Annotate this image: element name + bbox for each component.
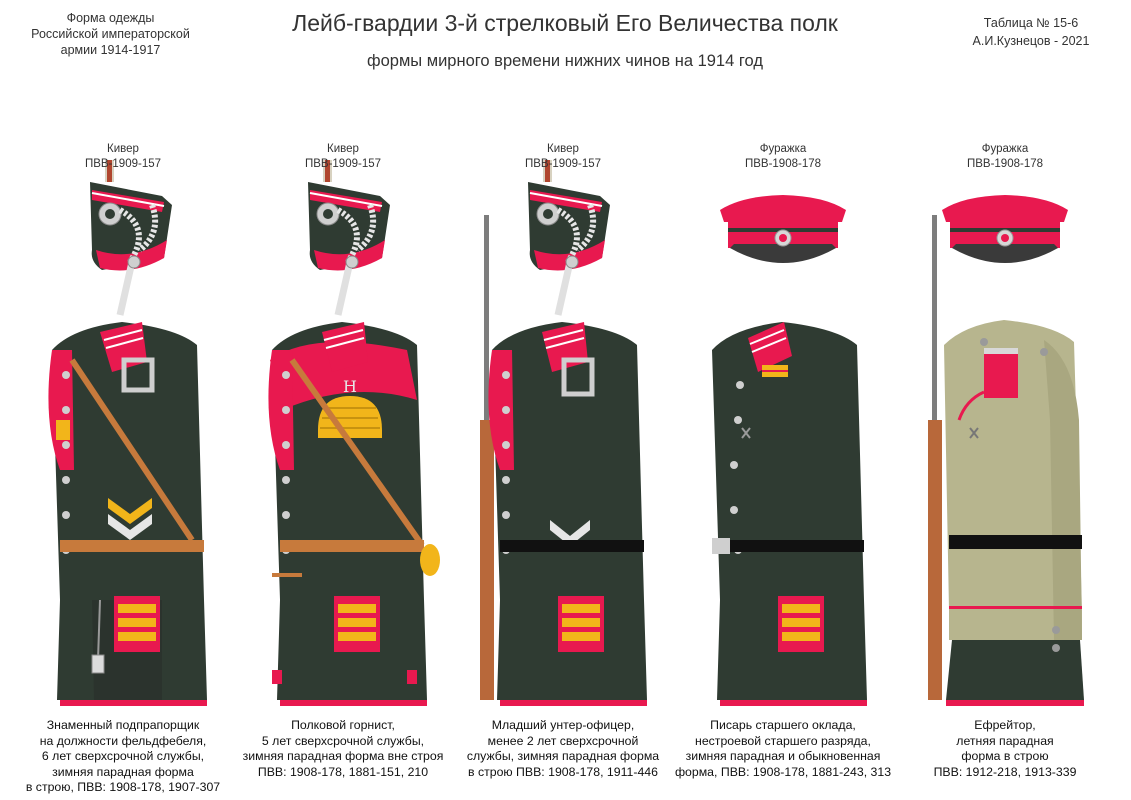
series-line: Форма одежды — [66, 11, 155, 25]
figure-caption: Младший унтер-офицер, менее 2 лет сверхс… — [446, 718, 680, 780]
headwear-ref: ПВВ-1908-178 — [744, 158, 822, 170]
caption-line: в строю ПВВ: 1908-178, 1911-446 — [468, 764, 658, 779]
author-line: А.И.Кузнецов - 2021 — [972, 34, 1090, 48]
uniform-illustration — [712, 194, 867, 706]
page-title: Лейб-гвардии 3-й стрелковый Его Величест… — [292, 10, 838, 36]
caption-line: менее 2 лет сверхсрочной — [487, 733, 639, 748]
uniform-figure-3: Кивер ПВВ-1909-157 Младший унтер-офицер,… — [452, 0, 674, 800]
headwear-type: Кивер — [327, 143, 359, 155]
svg-text:Н: Н — [343, 377, 357, 396]
headwear-ref: ПВВ-1909-157 — [84, 158, 162, 170]
caption-line: летняя парадная — [956, 733, 1054, 748]
headwear-label: Кивер ПВВ-1909-157 — [12, 142, 234, 172]
figure-caption: Знаменный подпрапорщик на должности фель… — [6, 718, 240, 796]
caption-line: Младший унтер-офицер, — [491, 718, 635, 732]
caption-line: на должности фельдфебеля, — [39, 733, 207, 748]
caption-line: службы, зимняя парадная форма — [466, 749, 660, 763]
caption-line: зимняя парадная и обыкновенная — [685, 749, 881, 763]
headwear-type: Фуражка — [759, 143, 807, 155]
headwear-label: Кивер ПВВ-1909-157 — [232, 142, 454, 172]
uniform-illustration: Н — [268, 0, 440, 706]
caption-line: форма в строю — [961, 749, 1049, 763]
headwear-label: Фуражка ПВВ-1908-178 — [672, 142, 894, 172]
headwear-type: Фуражка — [981, 143, 1029, 155]
page-subtitle: формы мирного времени нижних чинов на 19… — [367, 52, 763, 70]
caption-line: ПВВ: 1908-178, 1881-151, 210 — [257, 764, 429, 779]
series-line: Российской императорской — [31, 27, 190, 41]
series-line: армии 1914-1917 — [60, 43, 161, 57]
uniform-figure-4: Фуражка ПВВ-1908-178 Писарь старшего окл… — [672, 0, 894, 800]
table-number-author: Таблица № 15-6 А.И.Кузнецов - 2021 — [951, 14, 1111, 50]
figure-caption: Писарь старшего оклада, нестроевой старш… — [666, 718, 900, 780]
caption-line: зимняя парадная форма — [52, 764, 194, 779]
headwear-type: Кивер — [547, 143, 579, 155]
caption-line: Ефрейтор, — [974, 718, 1036, 732]
headwear-ref: ПВВ-1909-157 — [304, 158, 382, 170]
caption-line: Полковой горнист, — [291, 718, 395, 732]
table-number: Таблица № 15-6 — [983, 16, 1079, 30]
caption-line: нестроевой старшего разряда, — [695, 733, 871, 748]
uniform-illustration — [48, 0, 207, 706]
caption-line: 6 лет сверхсрочной службы, — [41, 749, 205, 763]
uniform-figure-2: Н Кивер ПВВ-1909-157 Полковой горнист, 5… — [232, 0, 454, 800]
headwear-label: Кивер ПВВ-1909-157 — [452, 142, 674, 172]
uniform-illustration — [480, 0, 647, 706]
uniform-figure-1: Кивер ПВВ-1909-157 Знаменный подпрапорщи… — [12, 0, 234, 800]
headwear-label: Фуражка ПВВ-1908-178 — [894, 142, 1116, 172]
figure-caption: Полковой горнист, 5 лет сверхсрочной слу… — [226, 718, 460, 780]
uniform-figure-5: Фуражка ПВВ-1908-178 Ефрейтор, летняя па… — [894, 0, 1116, 800]
caption-line: форма, ПВВ: 1908-178, 1881-243, 313 — [674, 764, 892, 779]
caption-line: 5 лет сверхсрочной службы, — [261, 733, 425, 748]
headwear-ref: ПВВ-1909-157 — [524, 158, 602, 170]
headwear-ref: ПВВ-1908-178 — [966, 158, 1044, 170]
table-series-label: Форма одежды Российской императорской ар… — [18, 10, 203, 58]
figure-caption: Ефрейтор, летняя парадная форма в строю … — [888, 718, 1122, 780]
caption-line: Писарь старшего оклада, — [710, 718, 856, 732]
caption-line: ПВВ: 1912-218, 1913-339 — [933, 764, 1077, 779]
headwear-type: Кивер — [107, 143, 139, 155]
caption-line: в строю, ПВВ: 1908-178, 1907-307 — [25, 780, 221, 794]
uniform-illustration — [928, 194, 1084, 706]
caption-line: зимняя парадная форма вне строя — [242, 749, 444, 763]
caption-line: Знаменный подпрапорщик — [46, 718, 200, 732]
